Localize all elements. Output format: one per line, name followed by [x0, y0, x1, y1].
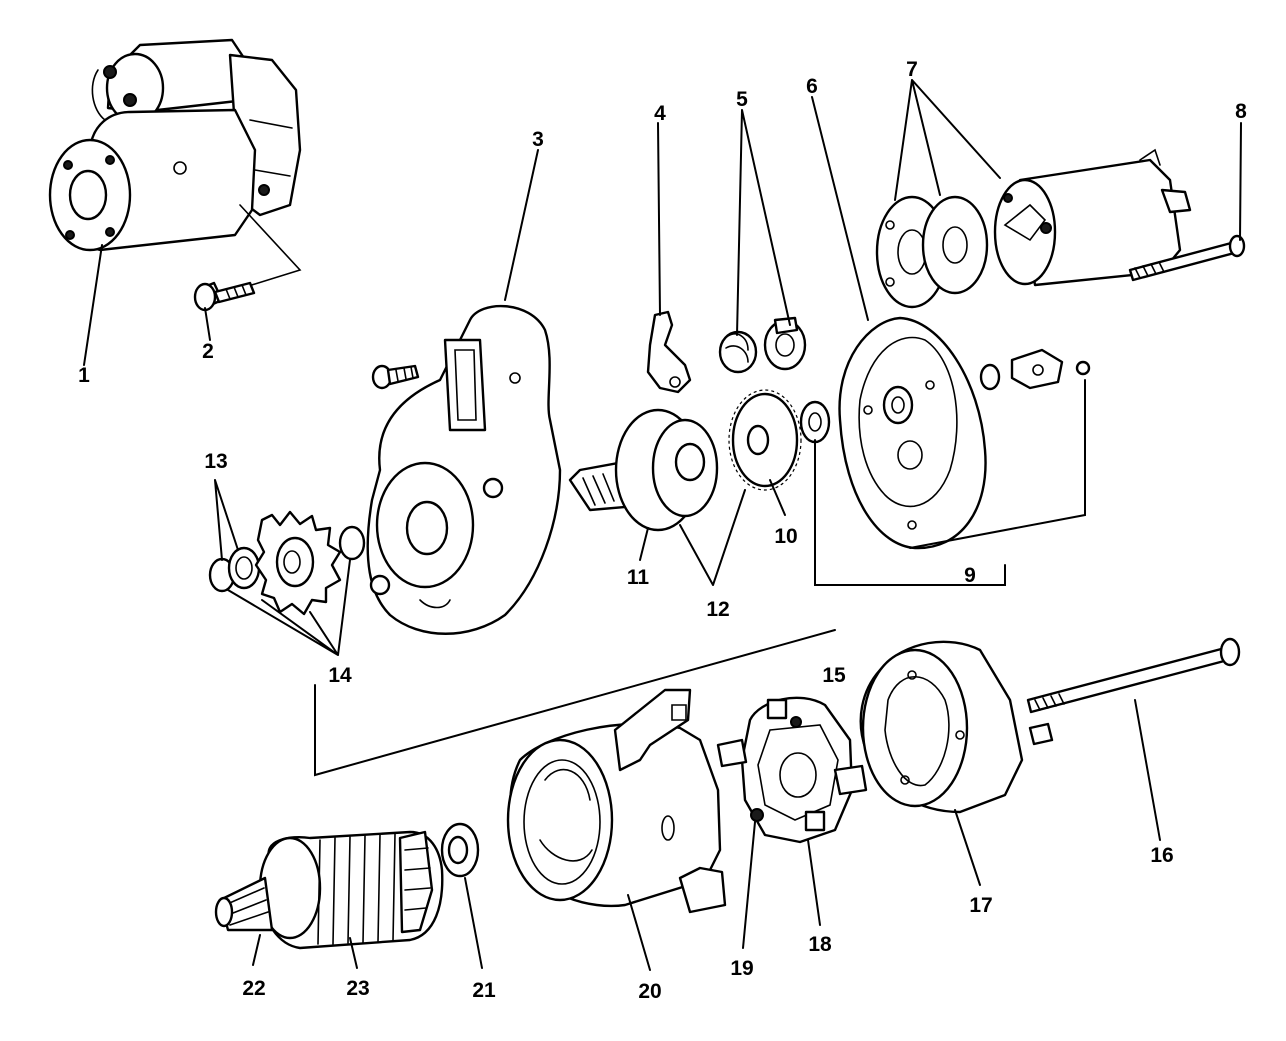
part-11-12-pinion-shaft: [568, 408, 719, 532]
part-4-shift-lever: [646, 310, 692, 394]
part-8-through-bolt: [1128, 234, 1246, 282]
callout-23: 23: [346, 977, 369, 1000]
callout-1: 1: [78, 364, 90, 387]
part-1-assembled-starter: [48, 38, 302, 289]
terminal-parts: [979, 348, 1091, 391]
part-20-yoke: [506, 688, 727, 914]
part-10-reduction-gear: [728, 389, 802, 491]
callout-11: 11: [627, 566, 650, 589]
callout-19: 19: [730, 957, 753, 980]
callout-16: 16: [1150, 844, 1173, 867]
part-13-14-pinion: [208, 510, 366, 616]
part-21-bearing: [440, 822, 480, 878]
callout-20: 20: [638, 980, 661, 1003]
washer: [799, 400, 831, 444]
callout-5: 5: [736, 88, 748, 111]
part-16-long-bolt: [1026, 637, 1241, 746]
callout-17: 17: [969, 894, 992, 917]
part-6-cover-plate: [838, 316, 987, 550]
part-7-solenoid: [875, 148, 1192, 309]
part-2-bolt: [193, 281, 256, 312]
callout-6: 6: [806, 75, 818, 98]
part-23-armature: [214, 830, 444, 950]
callout-12: 12: [706, 598, 729, 621]
callout-3: 3: [532, 128, 544, 151]
callout-7: 7: [906, 58, 918, 81]
callout-18: 18: [808, 933, 832, 956]
callout-2: 2: [202, 340, 214, 363]
callout-labels: 1 2 3 4 5 6 7 8 9 10 11 12 13 14 15 16 1…: [78, 58, 1247, 1003]
part-17-end-cover: [859, 640, 1024, 814]
callout-13: 13: [204, 450, 227, 473]
callout-8: 8: [1235, 100, 1247, 123]
leader-lines: [83, 79, 1242, 971]
callout-4: 4: [654, 102, 666, 125]
housing-screw: [371, 364, 420, 390]
callout-9: 9: [964, 564, 976, 587]
callout-22: 22: [242, 977, 265, 1000]
callout-14: 14: [328, 664, 352, 687]
callout-21: 21: [472, 979, 496, 1002]
part-3-drive-housing: [366, 304, 562, 635]
part-5-spring-bearing: [718, 316, 807, 374]
callout-15: 15: [822, 664, 846, 687]
part-18-19-brush-holder: [716, 696, 868, 844]
callout-10: 10: [774, 525, 797, 548]
